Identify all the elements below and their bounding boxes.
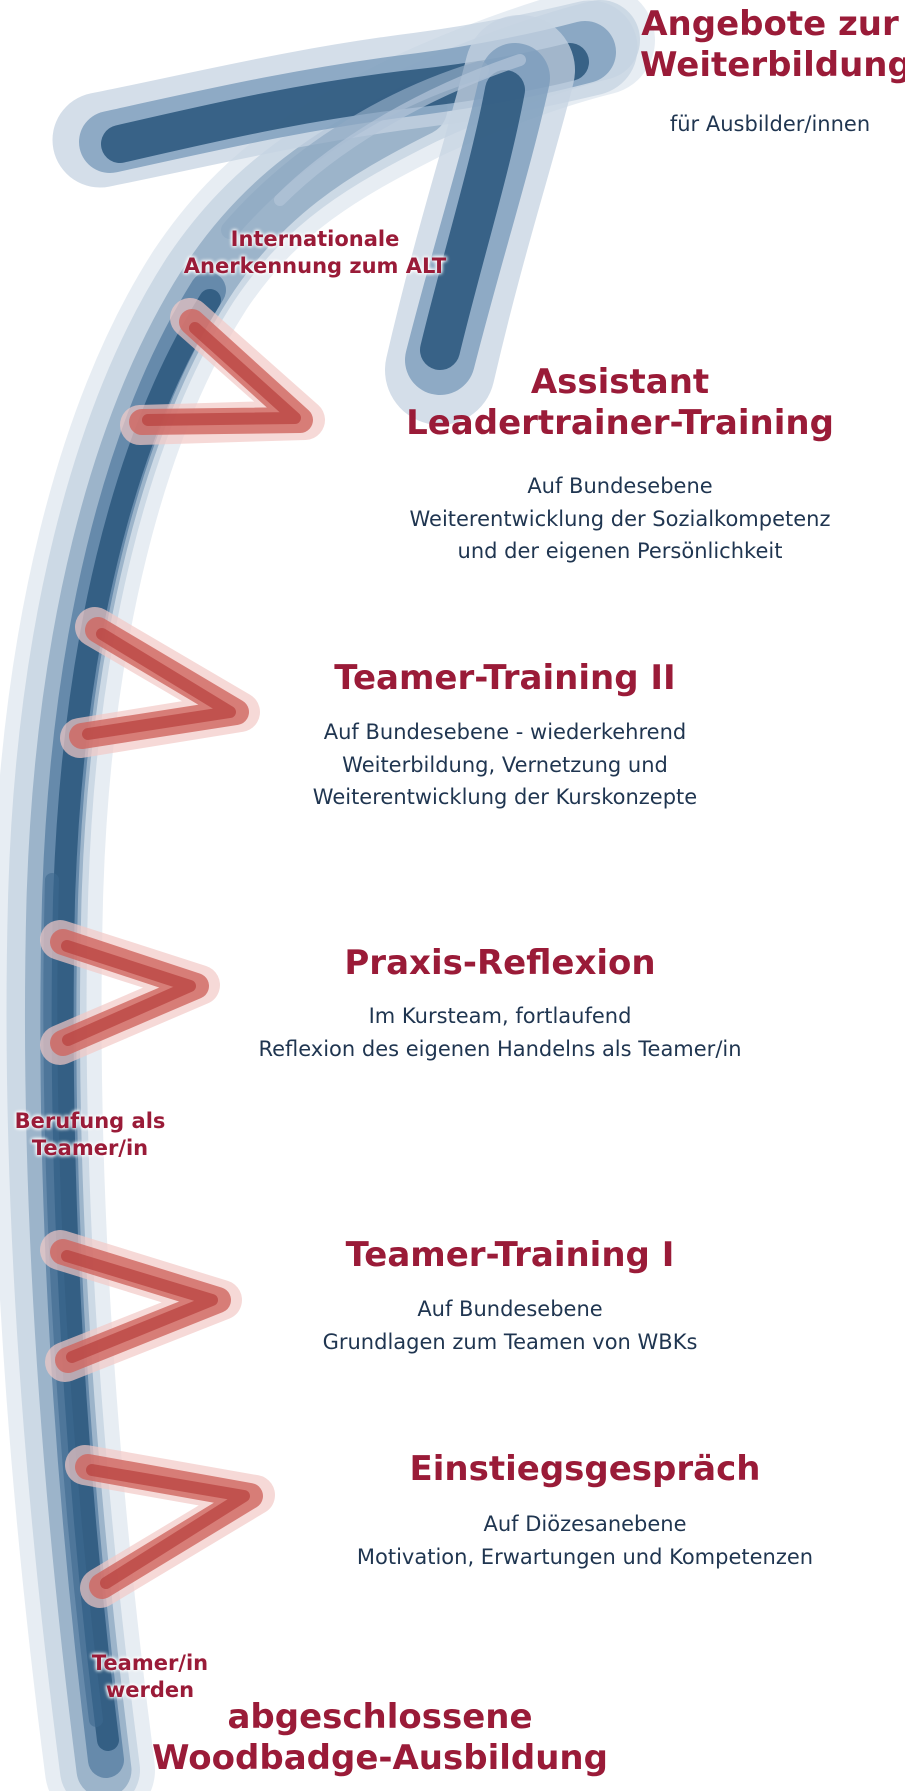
tag-berufung-line1: Berufung als (0, 1108, 180, 1135)
step-title-teamer-training-2: Teamer-Training II (260, 658, 750, 699)
step-2-title: Teamer-Training II (334, 658, 675, 698)
step-4-title: Teamer-Training I (346, 1235, 675, 1275)
step-5-desc-line1: Auf Diözesanebene (320, 1508, 850, 1541)
step-title-teamer-training-1: Teamer-Training I (270, 1235, 750, 1276)
step-title-einstiegsgespraech: Einstiegsgespräch (330, 1449, 840, 1490)
step-1-desc-line1: Auf Bundesebene (370, 470, 870, 503)
step-5-desc-line2: Motivation, Erwartungen und Kompetenzen (320, 1541, 850, 1574)
top-subtitle: für Ausbilder/innen (640, 108, 900, 141)
step-3-description: Im Kursteam, fortlaufend Reflexion des e… (220, 1000, 780, 1065)
bottom-title-line1: abgeschlossene (140, 1697, 620, 1738)
step-1-description: Auf Bundesebene Weiterentwicklung der So… (370, 470, 870, 568)
top-title-line2: Weiterbildung (640, 45, 900, 86)
step-2-description: Auf Bundesebene - wiederkehrend Weiterbi… (260, 716, 750, 814)
step-title-assistant-leadertrainer: Assistant Leadertrainer-Training (390, 362, 850, 444)
tag-berufung: Berufung als Teamer/in (0, 1108, 180, 1163)
top-title-line1: Angebote zur (640, 4, 900, 45)
step-2-desc-line1: Auf Bundesebene - wiederkehrend (260, 716, 750, 749)
step-4-desc-line1: Auf Bundesebene (270, 1293, 750, 1326)
step-3-title: Praxis-Reflexion (344, 943, 655, 983)
bottom-title-line2: Woodbadge-Ausbildung (140, 1738, 620, 1779)
step-3-desc-line2: Reflexion des eigenen Handelns als Teame… (220, 1033, 780, 1066)
top-subtitle-text: für Ausbilder/innen (640, 108, 900, 141)
step-2-desc-line3: Weiterentwicklung der Kurskonzepte (260, 781, 750, 814)
step-1-desc-line2: Weiterentwicklung der Sozialkompetenz (370, 503, 870, 536)
tag-teamer-werden-line1: Teamer/in (80, 1650, 220, 1677)
step-4-description: Auf Bundesebene Grundlagen zum Teamen vo… (270, 1293, 750, 1358)
step-4-desc-line2: Grundlagen zum Teamen von WBKs (270, 1326, 750, 1359)
bottom-title: abgeschlossene Woodbadge-Ausbildung (140, 1697, 620, 1779)
tag-international-line2: Anerkennung zum ALT (150, 253, 480, 280)
step-5-title: Einstiegsgespräch (410, 1449, 761, 1489)
tag-international: Internationale Anerkennung zum ALT (150, 226, 480, 281)
step-1-title-line2: Leadertrainer-Training (390, 403, 850, 444)
tag-berufung-line2: Teamer/in (0, 1135, 180, 1162)
step-1-desc-line3: und der eigenen Persönlichkeit (370, 535, 870, 568)
top-title: Angebote zur Weiterbildung (640, 4, 900, 86)
step-1-title-line1: Assistant (390, 362, 850, 403)
step-3-desc-line1: Im Kursteam, fortlaufend (220, 1000, 780, 1033)
step-5-description: Auf Diözesanebene Motivation, Erwartunge… (320, 1508, 850, 1573)
tag-international-line1: Internationale (150, 226, 480, 253)
step-2-desc-line2: Weiterbildung, Vernetzung und (260, 749, 750, 782)
step-title-praxis-reflexion: Praxis-Reflexion (220, 943, 780, 984)
